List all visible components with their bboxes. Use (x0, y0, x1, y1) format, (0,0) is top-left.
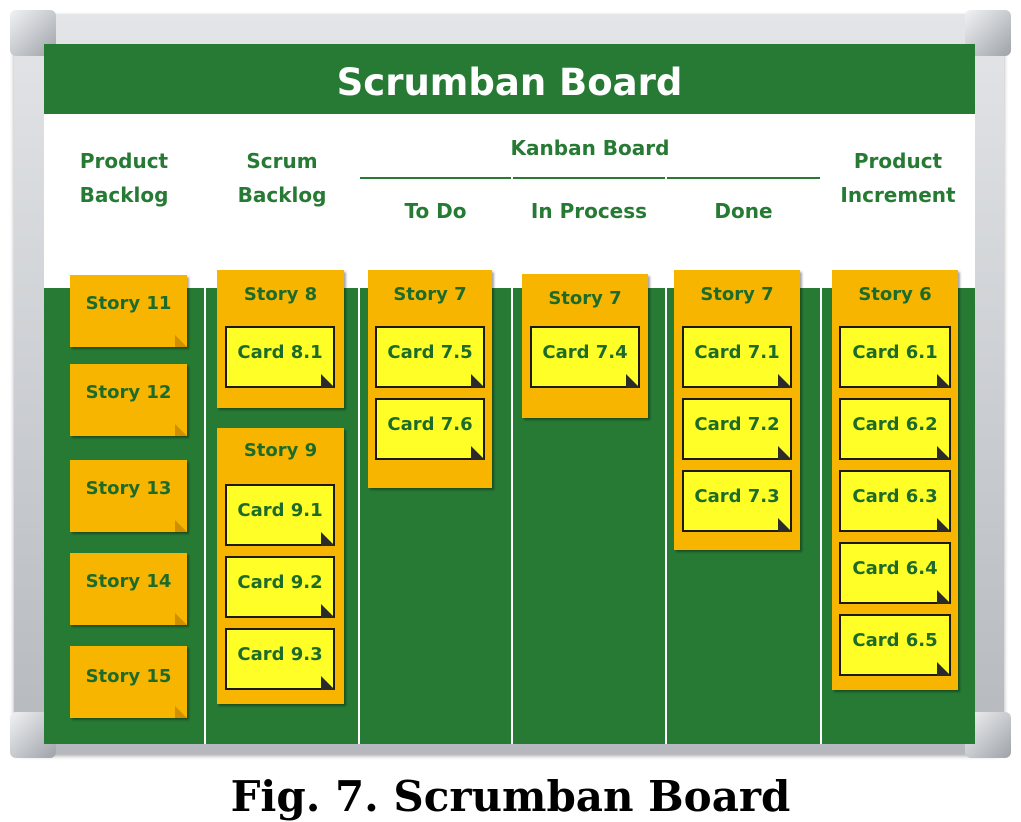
story-label: Story 7 (548, 288, 622, 309)
task-card: Card 7.2 (682, 398, 792, 460)
story-note: Story 15 (70, 646, 187, 718)
fold-corner (937, 518, 951, 532)
story-label: Story 13 (85, 478, 172, 499)
fold-corner (626, 374, 640, 388)
card-label: Card 7.3 (694, 486, 780, 507)
fold-corner (937, 590, 951, 604)
story-label: Story 7 (700, 284, 774, 305)
story-group: Story 6 Card 6.1 Card 6.2 Card 6.3 Card … (832, 270, 958, 690)
story-group: Story 7 Card 7.1 Card 7.2 Card 7.3 (674, 270, 800, 550)
task-card: Card 6.4 (839, 542, 951, 604)
task-card: Card 9.3 (225, 628, 335, 690)
column-divider (665, 177, 667, 744)
card-label: Card 7.4 (542, 342, 628, 363)
column-divider (511, 177, 513, 744)
story-label: Story 7 (393, 284, 467, 305)
story-group: Story 9 Card 9.1 Card 9.2 Card 9.3 (217, 428, 344, 704)
fold-corner (778, 446, 792, 460)
header-row (44, 114, 975, 288)
task-card: Card 7.1 (682, 326, 792, 388)
fold-corner (175, 520, 187, 532)
story-group: Story 7 Card 7.5 Card 7.6 (368, 270, 492, 488)
story-label: Story 14 (85, 571, 172, 592)
task-card: Card 7.6 (375, 398, 485, 460)
fold-corner (321, 676, 335, 690)
task-card: Card 9.2 (225, 556, 335, 618)
story-label: Story 9 (243, 440, 318, 461)
task-card: Card 8.1 (225, 326, 335, 388)
task-card: Card 7.3 (682, 470, 792, 532)
card-label: Card 6.4 (852, 558, 938, 579)
column-divider (358, 114, 360, 744)
card-label: Card 9.3 (237, 644, 323, 665)
fold-corner (175, 424, 187, 436)
story-group: Story 8 Card 8.1 (217, 270, 344, 408)
task-card: Card 9.1 (225, 484, 335, 546)
header-product-increment: Product Increment (821, 144, 975, 212)
header-scrum-backlog-line2: Backlog (237, 183, 327, 207)
story-note: Story 11 (70, 275, 187, 347)
fold-corner (778, 374, 792, 388)
story-note: Story 14 (70, 553, 187, 625)
header-product-increment-line2: Increment (840, 183, 956, 207)
column-divider (204, 114, 206, 744)
fold-corner (321, 604, 335, 618)
fold-corner (175, 613, 187, 625)
header-in-process: In Process (530, 199, 648, 223)
task-card: Card 7.4 (530, 326, 640, 388)
story-label: Story 11 (85, 293, 172, 314)
card-label: Card 7.5 (387, 342, 473, 363)
fold-corner (937, 446, 951, 460)
task-card: Card 6.3 (839, 470, 951, 532)
header-product-backlog-line2: Backlog (79, 183, 169, 207)
story-label: Story 12 (85, 382, 172, 403)
card-label: Card 7.1 (694, 342, 780, 363)
fold-corner (471, 446, 485, 460)
header-scrum-backlog: Scrum Backlog (205, 144, 359, 212)
story-group: Story 7 Card 7.4 (522, 274, 648, 418)
story-label: Story 8 (243, 284, 318, 305)
header-product-increment-line1: Product (853, 149, 943, 173)
board-title: Scrumban Board (336, 61, 683, 104)
column-divider (820, 114, 822, 744)
fold-corner (471, 374, 485, 388)
header-done: Done (714, 199, 773, 223)
story-label: Story 6 (858, 284, 932, 305)
story-note: Story 12 (70, 364, 187, 436)
fold-corner (778, 518, 792, 532)
story-label: Story 15 (85, 666, 172, 687)
task-card: Card 6.1 (839, 326, 951, 388)
card-label: Card 6.5 (852, 630, 938, 651)
card-label: Card 9.2 (237, 572, 323, 593)
header-product-backlog: Product Backlog (44, 144, 204, 212)
fold-corner (321, 532, 335, 546)
figure-caption: Fig. 7. Scrumban Board (230, 772, 791, 821)
fold-corner (937, 662, 951, 676)
header-to-do: To Do (404, 199, 467, 223)
header-product-backlog-line1: Product (79, 149, 169, 173)
task-card: Card 6.2 (839, 398, 951, 460)
kanban-header-divider (359, 177, 821, 179)
card-label: Card 6.1 (852, 342, 938, 363)
fold-corner (175, 335, 187, 347)
story-note: Story 13 (70, 460, 187, 532)
task-card: Card 6.5 (839, 614, 951, 676)
task-card: Card 7.5 (375, 326, 485, 388)
fold-corner (175, 706, 187, 718)
header-scrum-backlog-line1: Scrum (246, 149, 318, 173)
card-label: Card 6.3 (852, 486, 938, 507)
card-label: Card 7.6 (387, 414, 473, 435)
card-label: Card 9.1 (237, 500, 323, 521)
card-label: Card 7.2 (694, 414, 780, 435)
fold-corner (321, 374, 335, 388)
card-label: Card 6.2 (852, 414, 938, 435)
header-kanban-board: Kanban Board (510, 136, 670, 160)
card-label: Card 8.1 (237, 342, 323, 363)
fold-corner (937, 374, 951, 388)
board-surface: Scrumban Board Product Backlog Scrum Bac… (44, 44, 975, 744)
